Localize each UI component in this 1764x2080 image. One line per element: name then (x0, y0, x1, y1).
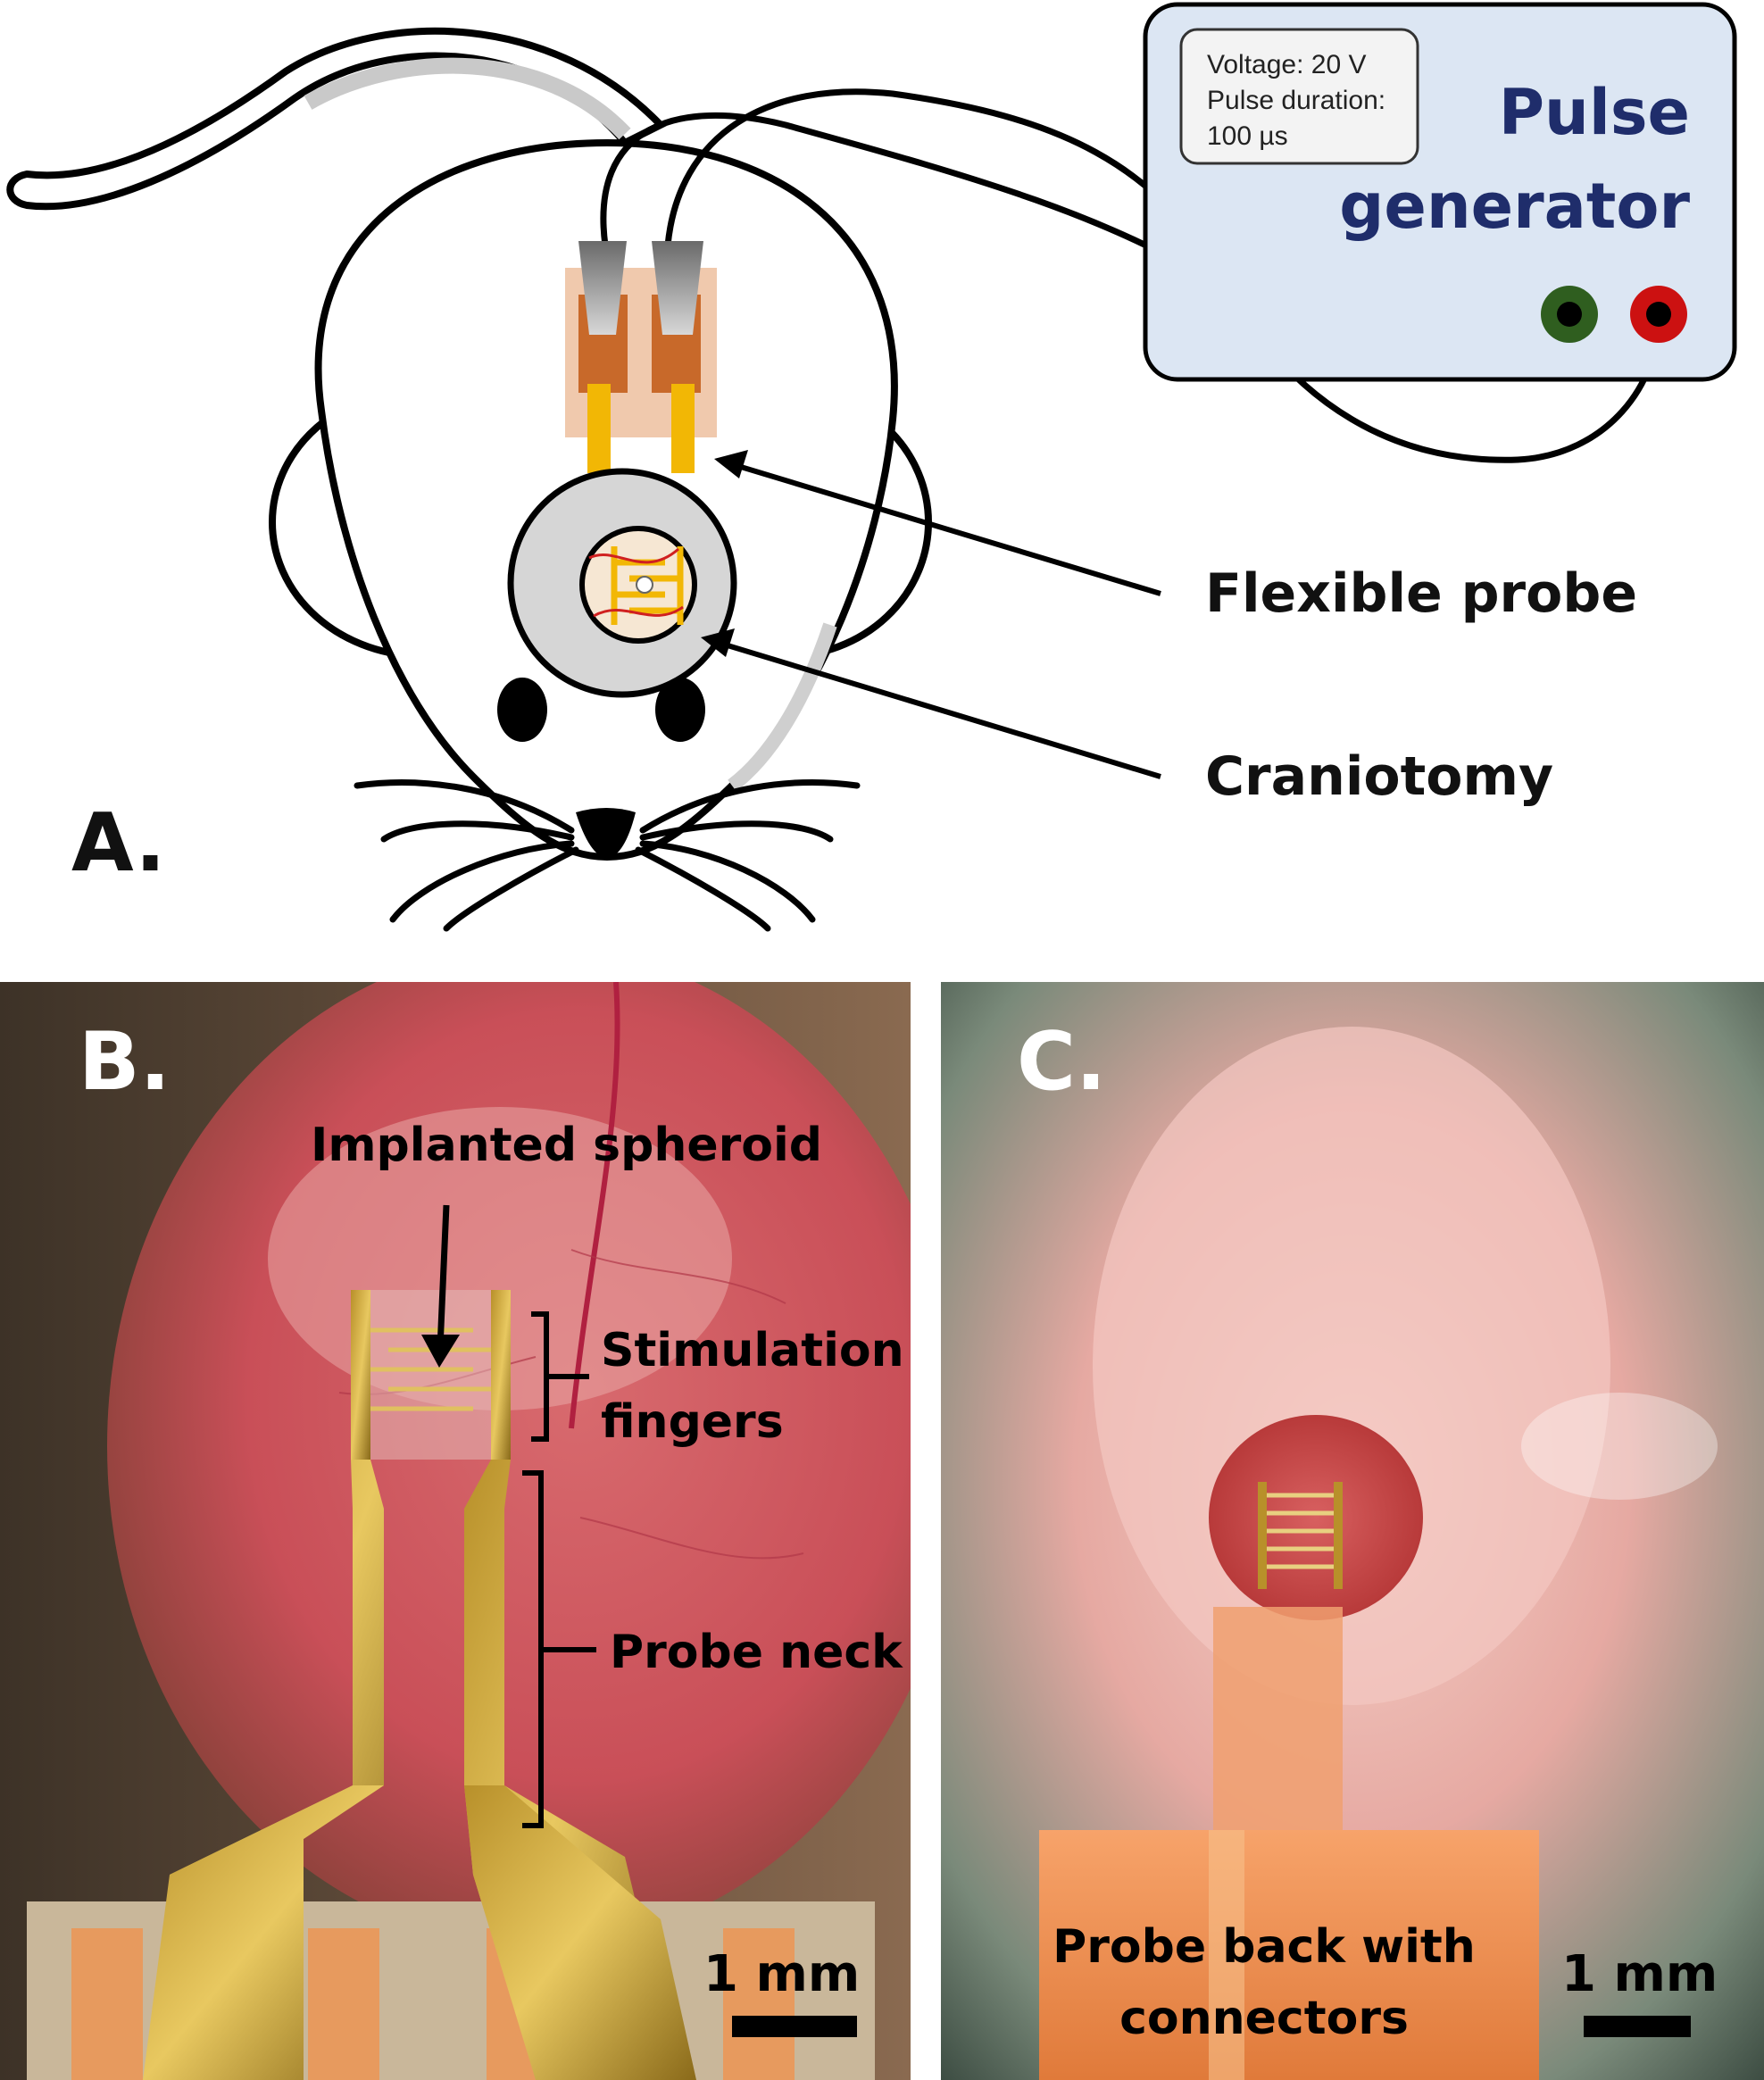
scale-bar-c (1584, 2016, 1691, 2037)
flexible-probe-arrowhead (714, 450, 748, 478)
panel-letter-b: B. (79, 1015, 171, 1109)
flexible-probe-label: Flexible probe (1205, 562, 1637, 625)
panel-c-photo: C. Probe back with connectors 1 mm (941, 982, 1764, 2080)
stimulation-label-line1: Stimulation (601, 1324, 904, 1377)
spheroid-arrowhead (421, 1335, 460, 1368)
settings-box (1179, 28, 1419, 165)
neck-bracket (522, 1470, 596, 1828)
probe-connector (565, 241, 717, 473)
mouse-tail (6, 27, 667, 211)
scale-label-c: 1 mm (1561, 1945, 1718, 2003)
photo-b-svg: B. Implanted spheroid Stimulation finger… (0, 982, 911, 2080)
generator-title-line1: Pulse (1499, 76, 1690, 149)
probe-neck-label: Probe neck (610, 1626, 903, 1679)
probe-b (27, 1290, 875, 2080)
mouse-nose (576, 808, 636, 859)
panel-letter-c: C. (1017, 1015, 1106, 1109)
panel-a-schematic: Voltage: 20 V Pulse duration: 100 µs Pul… (0, 0, 1764, 973)
probe-fingers-c (1258, 1482, 1343, 1589)
mouse-left-eye (497, 678, 547, 742)
craniotomy-label: Craniotomy (1205, 745, 1553, 808)
probe-back-label-line1: Probe back with (1053, 1920, 1476, 1974)
schematic-svg: Voltage: 20 V Pulse duration: 100 µs Pul… (6, 2, 1737, 932)
fingers-bracket (531, 1311, 589, 1442)
probe-back-c (1039, 1830, 1539, 2080)
settings-pulse-value: 100 µs (1207, 121, 1288, 151)
photo-c-svg: C. Probe back with connectors 1 mm (941, 982, 1764, 2080)
probe-back-label-line2: connectors (1119, 1992, 1409, 2045)
panel-b-photo: B. Implanted spheroid Stimulation finger… (0, 982, 911, 2080)
implanted-spheroid-label: Implanted spheroid (311, 1119, 822, 1172)
mini-probe-fingers (611, 546, 684, 625)
panel-letter-a: A. (71, 796, 166, 890)
scale-label-b: 1 mm (703, 1945, 860, 2003)
scale-bar-b (732, 2016, 857, 2037)
settings-voltage: Voltage: 20 V (1207, 50, 1366, 79)
craniotomy-arrowhead (701, 628, 735, 657)
mouse-right-eye (655, 678, 705, 742)
stimulation-label-line2: fingers (601, 1395, 784, 1449)
generator-title-line2: generator (1339, 170, 1690, 243)
craniotomy-window-c (1209, 1415, 1423, 1620)
mouse-whiskers (354, 779, 861, 932)
settings-pulse-duration: Pulse duration: (1207, 86, 1385, 115)
